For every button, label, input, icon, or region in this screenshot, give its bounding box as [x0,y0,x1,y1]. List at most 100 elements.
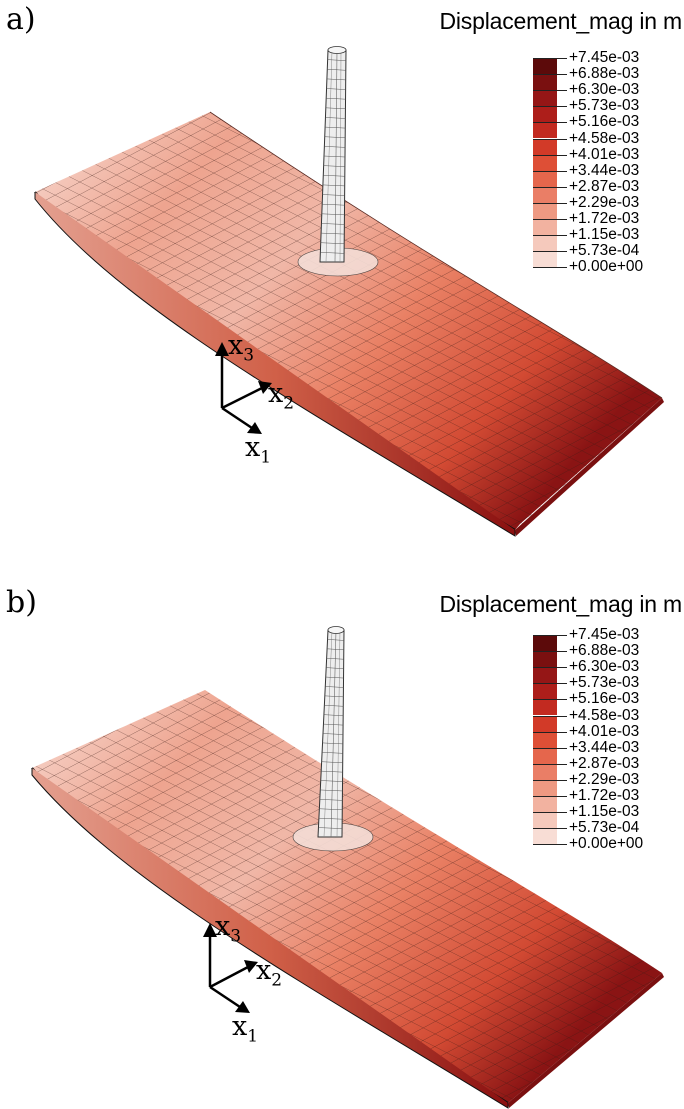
legend-level-label: +2.87e-03 [569,754,640,772]
legend-swatch [533,251,557,268]
legend-tick [557,122,567,124]
legend-swatch [533,122,557,139]
legend-swatch [533,58,557,75]
legend-level-label: +6.30e-03 [569,81,640,99]
cylinder [292,626,374,852]
cylinder-mesh-line [321,223,345,225]
cylinder-mesh-line [323,723,344,726]
legend-swatch [533,154,557,171]
legend-tick [557,154,567,156]
legend-tick [557,106,567,108]
legend-tick [557,731,567,733]
cylinder-mesh-line [325,117,346,119]
legend-swatch [533,90,557,107]
cylinder-mesh-line [323,714,344,716]
legend-level-label: +3.44e-03 [569,738,640,756]
legend-swatch [533,138,557,155]
cylinder-mesh-line [320,780,343,782]
legend-level-label: +2.29e-03 [569,193,640,211]
legend-tick [557,828,567,830]
axis-x2-label: x2 [256,955,283,991]
legend-tick [557,267,567,269]
cylinder-mesh-line [325,686,344,688]
cylinder-mesh-line [318,817,343,820]
legend-title: Displacement_mag in m [439,8,682,34]
axis-x3-label: x3 [215,911,242,947]
legend-swatch [533,635,557,652]
deformed-plate-scene [34,46,664,537]
cylinder-mesh-line [323,175,345,177]
legend-swatch [533,747,557,764]
legend-tick [557,779,567,781]
legend-swatch [533,779,557,796]
cylinder-mesh-line [325,107,346,110]
cylinder-mesh-line [326,657,344,660]
legend-level-label: +4.01e-03 [569,145,640,163]
legend-tick [557,651,567,653]
cylinder-mesh-line [322,742,343,745]
panel-letter: a) [6,2,36,37]
cylinder-mesh-line [320,242,345,244]
legend-tick [557,186,567,188]
legend-swatch [533,699,557,716]
legend-level-label: +0.00e+00 [569,258,644,276]
deformed-plate-scene [31,626,664,1109]
legend-level-label: +5.73e-03 [569,674,640,692]
legend-swatch [533,763,557,780]
cylinder-mesh-line [321,761,343,763]
cylinder-mesh-line [320,252,345,254]
legend-level-label: +5.16e-03 [569,113,640,131]
legend-tick [557,202,567,204]
cylinder-mesh-line [324,146,346,148]
legend-tick [557,715,567,717]
cylinder-mesh-line [326,667,344,669]
legend-tick [557,74,567,76]
legend-level-label: +4.58e-03 [569,129,640,147]
legend-tick [557,844,567,846]
cylinder-mesh-line [327,69,346,71]
legend-swatch [533,186,557,203]
legend-swatch [533,828,557,845]
legend-tick [557,219,567,220]
legend-tick [557,235,567,237]
cylinder-mesh-line [326,97,346,100]
cylinder-mesh-line [327,59,346,61]
axis-x1-label: x1 [232,1011,259,1047]
legend-level-label: +4.58e-03 [569,706,640,724]
cylinder-mesh-line [326,88,346,90]
legend-swatch [533,651,557,668]
legend-swatch [533,731,557,748]
cylinder-mesh-line [321,213,345,216]
cylinder-mesh-line [319,808,343,811]
axis-x1-label: x1 [245,432,272,468]
cylinder-mesh-line [324,695,344,698]
legend-tick [557,763,567,765]
legend-swatch [533,683,557,700]
legend-level-label: +6.88e-03 [569,642,640,660]
legend-swatch [533,812,557,829]
legend-title: Displacement_mag in m [439,591,682,617]
legend-level-label: +1.15e-03 [569,803,640,821]
legend-tick [557,747,567,749]
legend-tick [557,90,567,92]
legend-swatch [533,235,557,252]
legend-tick [557,796,567,797]
cylinder-mesh-line [320,789,343,792]
legend-tick [557,635,567,636]
legend-level-label: +4.01e-03 [569,722,640,740]
legend-swatch [533,170,557,187]
cylinder-mesh-line [318,827,343,829]
cylinder-mesh-line [322,733,344,735]
cylinder-mesh-line [321,770,343,773]
legend-tick [557,812,567,814]
legend-swatch [533,74,557,91]
legend-tick [557,683,567,685]
legend-tick [557,667,567,669]
legend-swatch [533,202,557,219]
plate [34,111,664,537]
legend-level-label: +1.15e-03 [569,226,640,244]
legend-tick [557,170,567,172]
cylinder [297,46,379,277]
legend-swatch [533,106,557,123]
axis-triad [215,342,272,434]
